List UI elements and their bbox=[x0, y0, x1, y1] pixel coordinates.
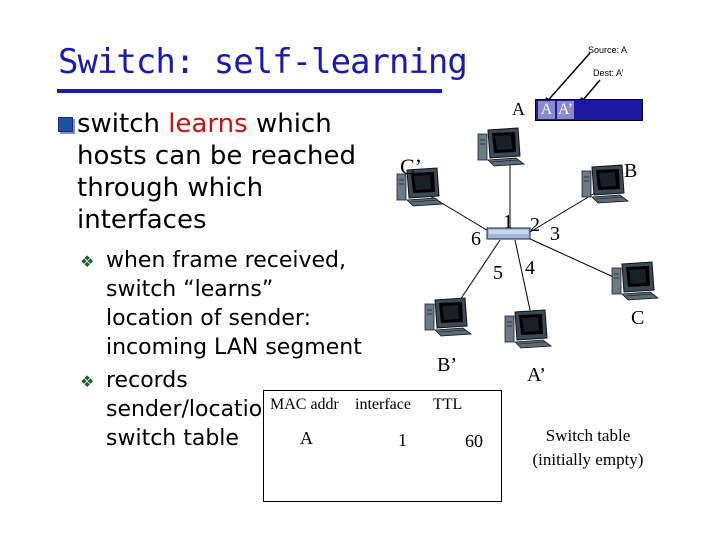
host-c-computer-icon bbox=[611, 261, 659, 301]
switch-top bbox=[489, 230, 528, 234]
bullet1-emphasis: learns bbox=[168, 109, 248, 139]
table-row-ttl: 60 bbox=[465, 431, 483, 451]
bullet1-line1: switch learns which bbox=[77, 108, 356, 140]
switch-table bbox=[263, 390, 502, 502]
bullet1-post: which bbox=[247, 109, 332, 139]
diamond-bullet-icon: ❖ bbox=[80, 372, 95, 391]
sub1-line3: location of sender: bbox=[106, 306, 311, 331]
host-a-prime-label: A’ bbox=[527, 364, 546, 386]
table-header-interface: interface bbox=[355, 396, 411, 413]
title-underline bbox=[57, 89, 442, 93]
bullet1-line2: hosts can be reached bbox=[77, 141, 356, 171]
bullet1-pre: switch bbox=[77, 109, 169, 139]
source-label: Source: A bbox=[588, 45, 628, 55]
table-row-interface: 1 bbox=[398, 430, 407, 450]
table-header-mac: MAC addr bbox=[270, 396, 339, 413]
port-3-label: 3 bbox=[550, 223, 560, 245]
sub2-line1: records bbox=[106, 368, 188, 393]
dest-label: Dest: A’ bbox=[593, 68, 624, 78]
link-port2 bbox=[527, 237, 621, 281]
table-row-mac: A bbox=[300, 428, 313, 448]
ethernet-frame: A A’ bbox=[535, 99, 643, 121]
sub2-line3: switch table bbox=[106, 426, 239, 451]
sub1-line2: switch “learns” bbox=[106, 277, 274, 302]
source-arrow bbox=[542, 52, 591, 107]
switch-table-caption-line2: (initially empty) bbox=[532, 450, 644, 469]
table-header-ttl: TTL bbox=[433, 396, 463, 413]
switch-table-caption-line1: Switch table bbox=[545, 426, 631, 445]
bullet1-line4: interfaces bbox=[77, 205, 207, 235]
slide-title: Switch: self-learning bbox=[58, 42, 468, 82]
diamond-bullet-icon: ❖ bbox=[80, 252, 95, 271]
bullet-switch-learns: switch learns which hosts can be reached… bbox=[77, 108, 356, 236]
sub1-line1: when frame received, bbox=[106, 248, 346, 273]
sub-bullet-frame-received: when frame received, switch “learns” loc… bbox=[106, 246, 362, 362]
bullet1-line3: through which bbox=[77, 173, 264, 203]
frame-src-field: A bbox=[538, 101, 555, 119]
port-5-label: 5 bbox=[493, 262, 503, 284]
host-b-computer-icon bbox=[581, 164, 629, 204]
host-c-prime-label: C’ bbox=[400, 154, 422, 179]
host-b-label: B bbox=[624, 160, 638, 182]
port-1-label: 1 bbox=[503, 211, 513, 233]
port-2-label: 2 bbox=[530, 214, 540, 236]
host-a-prime-computer-icon bbox=[504, 309, 552, 349]
host-b-prime-computer-icon bbox=[424, 297, 472, 337]
frame-host-label: A bbox=[512, 99, 525, 119]
frame-dst-field: A’ bbox=[557, 101, 574, 119]
sub1-line4: incoming LAN segment bbox=[106, 335, 362, 360]
host-a-computer-icon bbox=[477, 127, 525, 167]
link-port6 bbox=[419, 189, 491, 233]
port-6-label: 6 bbox=[471, 228, 481, 250]
host-b-prime-label: B’ bbox=[437, 354, 457, 376]
square-bullet-icon bbox=[58, 117, 73, 132]
host-c-label: C bbox=[631, 307, 645, 329]
link-port4 bbox=[514, 239, 531, 311]
link-port5 bbox=[459, 239, 501, 301]
port-4-label: 4 bbox=[525, 257, 535, 279]
